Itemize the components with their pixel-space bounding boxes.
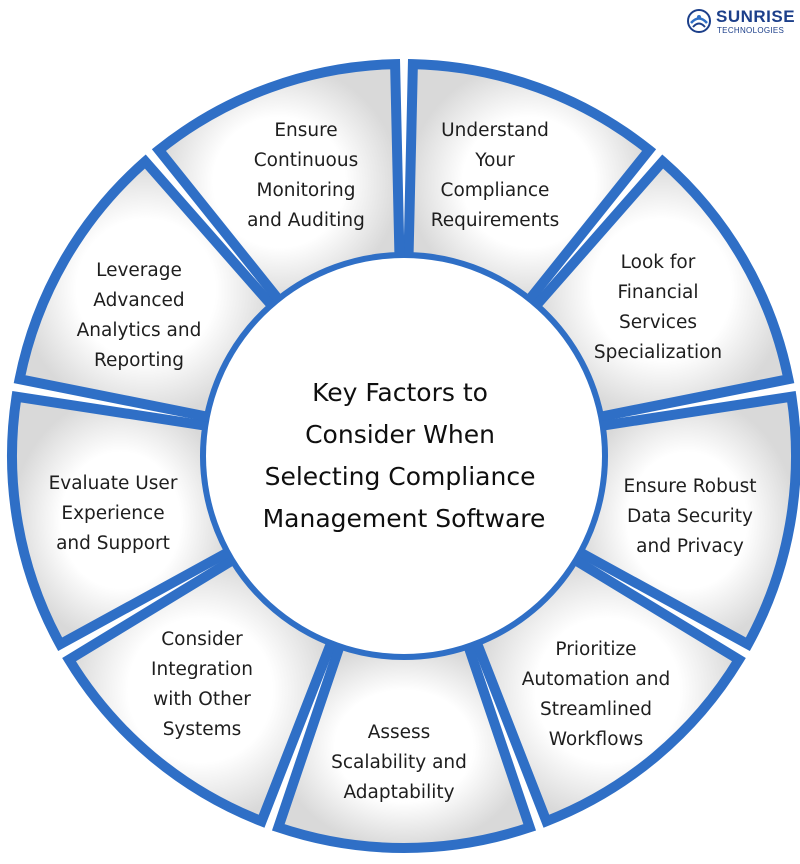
factor-label-line: Streamlined: [540, 699, 652, 720]
factor-label-line: Integration: [151, 659, 253, 680]
center-title-line: Consider When: [305, 420, 495, 449]
factor-segment-shape: [469, 552, 746, 828]
factor-label-line: Requirements: [431, 210, 560, 231]
factor-label-line: and Privacy: [636, 536, 744, 557]
factor-label-line: Services: [619, 312, 697, 333]
factor-label-line: Reporting: [94, 350, 184, 371]
factor-label-line: Ensure: [274, 120, 337, 141]
factor-label-line: Consider: [161, 629, 243, 650]
factor-segment-shape: [403, 58, 657, 308]
center-hub: Key Factors to Consider When Selecting C…: [206, 258, 602, 654]
brand-name: SUNRISE: [716, 7, 796, 26]
factor-label-line: Prioritize: [555, 639, 636, 660]
factor-label-line: Your: [474, 150, 515, 171]
factor-label-line: Advanced: [93, 290, 184, 311]
sunrise-technologies-logo: SUNRISE TECHNOLOGIES: [686, 6, 796, 36]
factor-label-line: Monitoring: [257, 180, 356, 201]
factor-label-line: Leverage: [96, 260, 182, 281]
factor-label-line: Data Security: [627, 506, 753, 527]
center-title-line: Management Software: [263, 504, 546, 533]
center-title-line: Key Factors to: [312, 378, 488, 407]
brand-subtitle: TECHNOLOGIES: [717, 26, 785, 35]
factor-segment-shape: [528, 154, 795, 423]
factor-label-line: Evaluate User: [49, 473, 178, 494]
sunrise-globe-icon: [687, 9, 711, 33]
factor-label-line: with Other: [153, 689, 251, 710]
factor-label-line: Analytics and: [77, 320, 202, 341]
factor-label-line: Understand: [441, 120, 549, 141]
factor-label-line: Scalability and: [331, 752, 467, 773]
factor-label-line: Financial: [617, 282, 698, 303]
factor-label-line: Workflows: [549, 729, 644, 750]
factor-label-line: Look for: [621, 252, 696, 273]
factor-label-line: Ensure Robust: [624, 476, 757, 497]
center-title-line: Selecting Compliance: [265, 462, 536, 491]
factor-label-line: Systems: [163, 719, 242, 740]
factor-segment-shape: [62, 552, 339, 828]
factor-label-line: and Auditing: [247, 210, 365, 231]
factor-label-line: Continuous: [254, 150, 359, 171]
factor-segment-shape: [271, 638, 537, 853]
factor-label-line: Adaptability: [343, 782, 454, 803]
factor-label-line: Assess: [368, 722, 431, 743]
factor-segment-shape: [7, 391, 237, 652]
center-title: Key Factors to Consider When Selecting C…: [263, 378, 546, 533]
factor-label-line: Experience: [61, 503, 164, 524]
factor-label-line: Specialization: [594, 342, 722, 363]
factor-label-line: Automation and: [522, 669, 670, 690]
factor-segment-shape: [151, 58, 405, 308]
factor-segment-shape: [571, 391, 800, 652]
factor-label-line: Compliance: [441, 180, 550, 201]
factor-label-line: and Support: [56, 533, 170, 554]
factor-segment-shape: [13, 154, 280, 423]
